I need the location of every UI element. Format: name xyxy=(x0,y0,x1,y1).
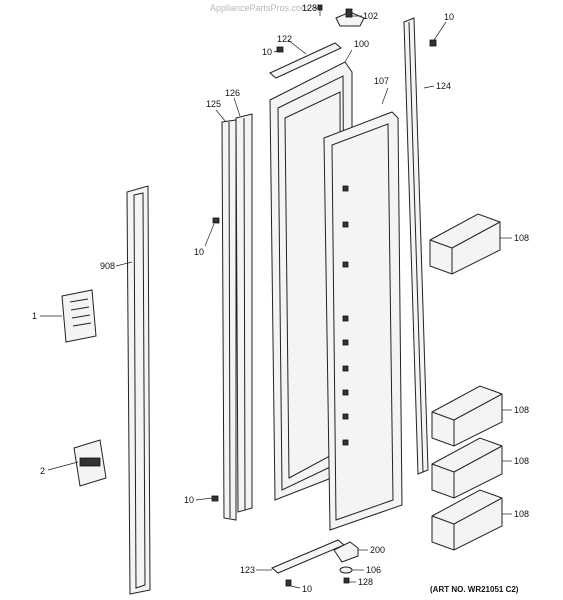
callout-108-1: 108 xyxy=(514,233,529,243)
callout-10-mid-left: 10 xyxy=(194,247,204,257)
screw-10-mid-left[interactable] xyxy=(212,217,220,224)
callout-106: 106 xyxy=(366,565,381,575)
screw-10-lower-left[interactable] xyxy=(211,495,219,502)
callout-100: 100 xyxy=(354,39,369,49)
callout-125: 125 xyxy=(206,99,221,109)
callout-107: 107 xyxy=(374,76,389,86)
callout-2: 2 xyxy=(40,466,45,476)
callout-122: 122 xyxy=(277,34,292,44)
callout-108-2: 108 xyxy=(514,405,529,415)
screw-128-top[interactable] xyxy=(317,4,323,16)
screw-10-top-right[interactable] xyxy=(429,39,437,47)
door-liner-107[interactable] xyxy=(323,111,403,531)
trim-strip-126[interactable] xyxy=(235,113,253,513)
screw-10-top-left[interactable] xyxy=(276,46,284,53)
hinge-bracket-200[interactable] xyxy=(333,541,359,563)
door-shelf-108-4[interactable] xyxy=(431,489,503,551)
callout-102: 102 xyxy=(363,11,378,21)
label-card-1[interactable] xyxy=(61,289,97,343)
callout-126: 126 xyxy=(225,88,240,98)
callout-10-bottom: 10 xyxy=(302,584,312,594)
callout-200: 200 xyxy=(370,545,385,555)
callout-128-bottom: 128 xyxy=(358,577,373,587)
liner-shelf-clips xyxy=(342,185,349,446)
hardware-kit-2[interactable] xyxy=(73,439,107,487)
door-gasket-908[interactable] xyxy=(126,185,151,595)
door-shelf-108-3[interactable] xyxy=(431,437,503,499)
callout-908: 908 xyxy=(100,261,115,271)
leader-lines xyxy=(40,7,512,589)
callout-108-4: 108 xyxy=(514,509,529,519)
callout-10-lower-left: 10 xyxy=(184,495,194,505)
callout-10-top-left: 10 xyxy=(262,47,272,57)
watermark-text: AppliancePartsPros.com xyxy=(210,3,309,13)
trim-strip-124[interactable] xyxy=(403,17,429,475)
trim-strip-125[interactable] xyxy=(221,119,237,521)
callout-1: 1 xyxy=(32,311,37,321)
art-number: (ART NO. WR21051 C2) xyxy=(430,585,519,594)
callout-124: 124 xyxy=(436,81,451,91)
callout-123: 123 xyxy=(240,565,255,575)
screw-10-bottom[interactable] xyxy=(285,579,292,587)
callout-10-top-right: 10 xyxy=(444,12,454,22)
door-shelf-108-2[interactable] xyxy=(431,385,503,447)
door-shelf-108-1[interactable] xyxy=(429,213,501,275)
hinge-bracket-102[interactable] xyxy=(335,8,365,27)
hinge-plate-123[interactable] xyxy=(271,539,345,574)
callout-128-top: 128 xyxy=(302,3,317,13)
bushing-106[interactable] xyxy=(339,566,353,574)
callout-108-3: 108 xyxy=(514,456,529,466)
screw-128-bottom[interactable] xyxy=(343,577,350,584)
hinge-plate-122[interactable] xyxy=(269,42,342,79)
